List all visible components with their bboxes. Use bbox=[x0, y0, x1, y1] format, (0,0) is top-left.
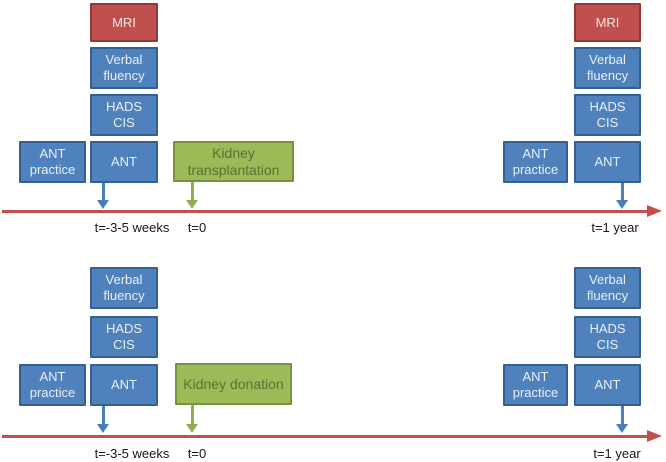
recipient-baseline-arrow bbox=[97, 183, 109, 209]
hads-cis-box: HADS CIS bbox=[574, 94, 641, 136]
hads-cis-box: HADS CIS bbox=[574, 316, 641, 358]
donor-baseline-arrow bbox=[97, 406, 109, 433]
arrow-shaft bbox=[190, 405, 194, 424]
tick-label-followup: t=1 year bbox=[591, 220, 639, 235]
verbal-fluency-box: Verbal fluency bbox=[90, 267, 158, 309]
recipient-timeline-axis bbox=[2, 210, 648, 213]
verbal-fluency-box: Verbal fluency bbox=[90, 47, 158, 89]
down-arrow-icon bbox=[186, 424, 198, 433]
tick-label-baseline: t=-3-5 weeks bbox=[94, 220, 170, 235]
donor-event-arrow bbox=[186, 405, 198, 433]
arrow-shaft bbox=[620, 183, 624, 200]
ant-practice-box: ANT practice bbox=[19, 364, 86, 406]
mri-box: MRI bbox=[90, 3, 158, 42]
arrow-shaft bbox=[190, 182, 194, 200]
arrow-shaft bbox=[101, 183, 105, 200]
hads-cis-box: HADS CIS bbox=[90, 316, 158, 358]
arrow-shaft bbox=[620, 406, 624, 424]
ant-box: ANT bbox=[90, 141, 158, 183]
verbal-fluency-box: Verbal fluency bbox=[574, 267, 641, 309]
timeline-arrowhead-icon bbox=[647, 205, 662, 217]
recipient-event-arrow bbox=[186, 182, 198, 209]
ant-practice-box: ANT practice bbox=[503, 141, 568, 183]
down-arrow-icon bbox=[616, 200, 628, 209]
down-arrow-icon bbox=[97, 200, 109, 209]
tick-label-followup: t=1 year bbox=[593, 446, 641, 461]
hads-cis-box: HADS CIS bbox=[90, 94, 158, 136]
ant-practice-box: ANT practice bbox=[19, 141, 86, 183]
ant-box: ANT bbox=[574, 141, 641, 183]
down-arrow-icon bbox=[186, 200, 198, 209]
ant-box: ANT bbox=[90, 364, 158, 406]
mri-box: MRI bbox=[574, 3, 641, 42]
recipient-followup-arrow bbox=[616, 183, 628, 209]
tick-label-event: t=0 bbox=[187, 220, 207, 235]
tick-label-baseline: t=-3-5 weeks bbox=[94, 446, 170, 461]
tick-label-event: t=0 bbox=[187, 446, 207, 461]
kidney-donation-box: Kidney donation bbox=[175, 363, 292, 405]
down-arrow-icon bbox=[616, 424, 628, 433]
arrow-shaft bbox=[101, 406, 105, 424]
verbal-fluency-box: Verbal fluency bbox=[574, 47, 641, 89]
ant-practice-box: ANT practice bbox=[503, 364, 568, 406]
donor-followup-arrow bbox=[616, 406, 628, 433]
timeline-arrowhead-icon bbox=[647, 430, 662, 442]
down-arrow-icon bbox=[97, 424, 109, 433]
ant-box: ANT bbox=[574, 364, 641, 406]
kidney-transplantation-box: Kidney transplantation bbox=[173, 141, 294, 182]
donor-timeline-axis bbox=[2, 435, 648, 438]
